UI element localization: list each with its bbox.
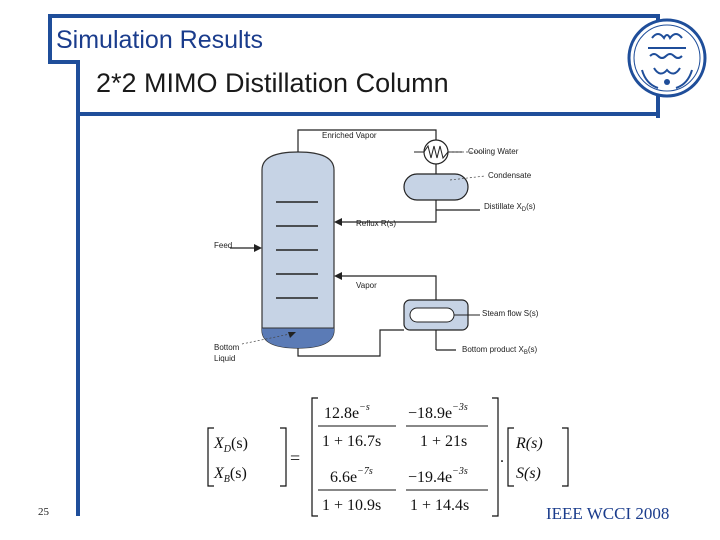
rhs-r: R(s) xyxy=(515,435,543,452)
distillation-column-diagram: Enriched Vapor Cooling Water Condensate … xyxy=(214,129,539,363)
label-bottom-liquid-2: Liquid xyxy=(214,354,235,363)
g21-numerator: 6.6e−7s xyxy=(330,466,373,486)
label-enriched-vapor: Enriched Vapor xyxy=(322,131,377,140)
slide-subtitle: 2*2 MIMO Distillation Column xyxy=(96,68,449,98)
university-seal-logo xyxy=(627,18,707,98)
lhs-xb: XB(s) xyxy=(213,465,247,485)
transfer-function-equation: XD(s) XB(s) = 12.8e−s 1 + 16.7s −18.9e−3… xyxy=(207,397,569,517)
slide-title: Simulation Results xyxy=(56,26,264,54)
g12-numerator: −18.9e−3s xyxy=(408,402,468,422)
g22-denominator: 1 + 14.4s xyxy=(410,497,469,514)
conference-footer: IEEE WCCI 2008 xyxy=(546,504,670,523)
frame-left-bar xyxy=(48,14,52,64)
equals-sign: = xyxy=(290,448,300,468)
label-condensate: Condensate xyxy=(488,171,532,180)
page-number: 25 xyxy=(38,506,49,518)
label-bottom-liquid-1: Bottom xyxy=(214,343,240,352)
g21-denominator: 1 + 10.9s xyxy=(322,497,381,514)
condensate-drum xyxy=(403,173,469,201)
g11-numerator: 12.8e−s xyxy=(324,402,370,422)
label-distillate: Distillate XD(s) xyxy=(484,202,536,213)
g12-denominator: 1 + 21s xyxy=(420,433,467,450)
lhs-xd: XD(s) xyxy=(213,435,248,455)
frame-inner-left-bar xyxy=(76,60,80,516)
rhs-s: S(s) xyxy=(516,465,541,482)
label-feed: Feed xyxy=(214,241,232,250)
column-bottom-liquid xyxy=(262,328,334,348)
label-steam-flow: Steam flow S(s) xyxy=(482,309,539,318)
label-vapor: Vapor xyxy=(356,281,377,290)
label-reflux: Reflux R(s) xyxy=(356,219,396,228)
frame-header-underline xyxy=(76,112,660,116)
label-cooling-water: Cooling Water xyxy=(468,147,519,156)
multiply-dot: . xyxy=(500,449,504,466)
label-bottom-product: Bottom product XB(s) xyxy=(462,345,537,356)
frame-top-bar xyxy=(48,14,660,18)
frame-mid-bar xyxy=(48,60,80,64)
g11-denominator: 1 + 16.7s xyxy=(322,433,381,450)
g22-numerator: −19.4e−3s xyxy=(408,466,468,486)
